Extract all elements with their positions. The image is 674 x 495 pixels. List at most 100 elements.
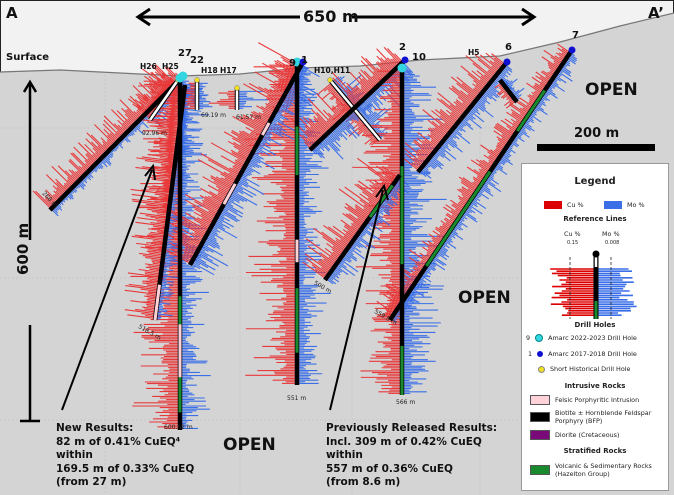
cu-assay-bar (151, 197, 171, 202)
cu-assay-bar (373, 179, 390, 192)
cu-assay-bar (254, 71, 288, 91)
mo-assay-bar (496, 74, 509, 85)
cu-assay-bar (150, 72, 173, 89)
mo-assay-bar (283, 96, 305, 110)
mo-assay-bar (158, 290, 175, 294)
cu-assay-bar (248, 82, 282, 102)
cu-assay-bar (207, 184, 229, 197)
cu-assay-bar (351, 90, 363, 102)
cu-assay-bar (440, 109, 458, 124)
cu-assay-bar (163, 130, 179, 134)
cu-assay-bar (200, 213, 215, 223)
mo-assay-bar (559, 68, 572, 77)
mo-assay-bar (222, 205, 243, 218)
mo-assay-bar (557, 70, 573, 82)
mo-assay-bar (419, 169, 432, 179)
cu-assay-bar (132, 103, 153, 118)
cu-assay-bar (124, 289, 159, 296)
cu-assay-bar (307, 245, 336, 267)
mo-assay-bar (214, 219, 230, 229)
cu-assay-bar (223, 131, 255, 150)
cu-assay-bar (136, 242, 165, 248)
cu-assay-bar (252, 114, 269, 125)
cu-assay-bar (357, 180, 384, 200)
cu-assay-bar (159, 157, 176, 161)
mo-assay-bar (364, 97, 378, 111)
cu-assay-bar (144, 245, 165, 250)
mo-assay-bar (483, 179, 502, 193)
cu-assay-bar (477, 58, 498, 75)
mo-assay-bar (234, 183, 257, 196)
cu-assay-bar (250, 111, 270, 123)
cu-assay-bar (376, 67, 387, 79)
cu-assay-bar (331, 71, 361, 103)
cu-assay-bar (172, 229, 202, 246)
cu-assay-bar (147, 149, 177, 154)
mo-assay-bar (267, 124, 294, 140)
cu-assay-bar (376, 300, 395, 314)
cu-assay-bar (145, 273, 161, 277)
depth-92-96: 92.96 m (142, 130, 167, 137)
cu-assay-bar (142, 166, 175, 172)
cu-assay-bar (156, 132, 179, 137)
cu-assay-bar (200, 153, 241, 176)
mo-assay-bar (444, 137, 463, 153)
cu-assay-bar (85, 138, 104, 157)
cu-assay-bar (308, 120, 325, 138)
cu-assay-bar (194, 200, 219, 216)
volcanic-interval (425, 170, 492, 267)
cu-assay-bar (324, 247, 341, 260)
cu-assay-bar (215, 176, 234, 188)
mo-assay-bar (245, 165, 261, 175)
cu-assay-bar (182, 243, 198, 253)
cu-assay-bar (304, 253, 331, 273)
cu-assay-bar (430, 132, 443, 143)
cu-assay-bar (139, 119, 181, 126)
cu-assay-bar (134, 234, 166, 240)
cu-assay-bar (493, 126, 513, 140)
mo-assay-bar (554, 74, 567, 84)
cu-assay-bar (141, 156, 176, 162)
cu-assay-bar (372, 184, 387, 196)
cu-assay-bar (332, 225, 354, 242)
cu-assay-bar (148, 233, 166, 237)
mo-assay-bar (443, 239, 457, 249)
mo-assay-bar (327, 132, 341, 148)
dh-new-label: Amarc 2022-2023 Drill Hole (548, 334, 637, 342)
mo-assay-bar (361, 100, 374, 114)
cu-assay-bar (56, 181, 68, 194)
mo-assay-bar (220, 208, 237, 218)
cu-assay-bar (211, 195, 225, 204)
cu-assay-bar (331, 93, 351, 113)
mo-assay-bar (431, 257, 445, 266)
cu-assay-bar (363, 70, 379, 86)
cu-assay-bar (466, 166, 486, 180)
cu-assay-bar (357, 76, 373, 92)
cu-assay-bar (121, 107, 137, 124)
cu-assay-bar (145, 256, 163, 261)
mo-assay-bar (158, 292, 172, 296)
cu-assay-bar (440, 98, 463, 118)
cu-assay-bar (451, 87, 473, 105)
mo-assay-bar (324, 135, 341, 152)
cu-assay-bar (100, 137, 112, 149)
cu-assay-bar (400, 144, 425, 165)
cu-assay-bar (535, 71, 551, 83)
cu-assay-bar (125, 285, 159, 291)
legend: Legend Cu % Mo % Reference Lines Cu % Mo… (521, 163, 669, 491)
cu-assay-bar (436, 98, 462, 119)
cu-assay-bar (500, 119, 518, 132)
drill-collar-icon (175, 73, 185, 83)
cu-assay-bar (150, 222, 168, 226)
cu-assay-bar (135, 221, 168, 227)
mo-assay-bar (411, 287, 425, 297)
cu-assay-bar (150, 118, 181, 124)
mo-assay-bar (219, 211, 238, 223)
cu-assay-bar (147, 121, 180, 127)
cu-assay-bar (318, 259, 333, 270)
cu-assay-bar (430, 134, 442, 144)
cu-assay-bar (508, 103, 528, 117)
note-line: (from 27 m) (56, 476, 127, 488)
cu-assay-bar (158, 124, 180, 129)
mo-assay-bar (220, 209, 240, 222)
